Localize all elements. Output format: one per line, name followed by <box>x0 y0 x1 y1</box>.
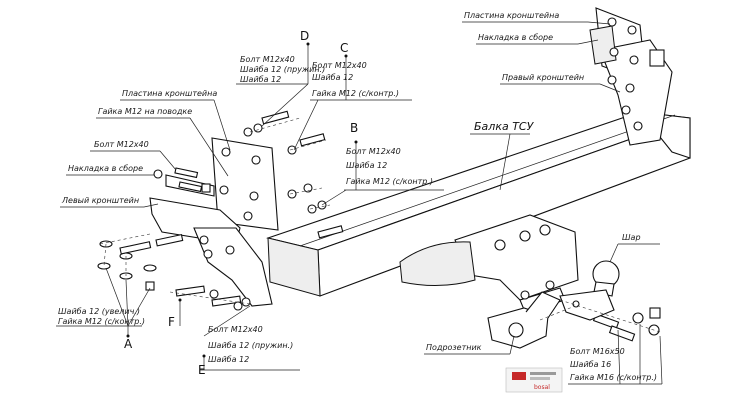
part-labels: Пластина кронштейна Накладка в сборе Пра… <box>58 11 657 382</box>
label-e-bolt: Болт М12х40 <box>208 325 263 334</box>
label-d-bolt: Болт М12х40 <box>240 55 295 64</box>
callout-b: B <box>350 121 358 135</box>
tow-ball <box>559 260 620 321</box>
label-c-washer: Шайба 12 <box>312 73 353 82</box>
callout-c: C <box>340 41 348 55</box>
label-a-washer: Шайба 12 (увелич.) <box>58 307 140 316</box>
label-nut-leash: Гайка М12 на поводке <box>98 107 192 116</box>
logo-text: bosal <box>534 384 550 391</box>
callout-d: D <box>300 29 309 43</box>
label-ball-bolt: Болт М16х50 <box>570 347 625 356</box>
label-b-nut: Гайка М12 (с/контр.) <box>346 177 433 186</box>
label-bolt-left: Болт М12х40 <box>94 140 149 149</box>
label-plate-left: Пластина кронштейна <box>122 89 217 98</box>
label-e-washer: Шайба 12 <box>208 355 249 364</box>
tow-beam <box>266 111 691 297</box>
label-cover-right: Накладка в сборе <box>478 33 553 42</box>
label-c-bolt: Болт М12х40 <box>312 61 367 70</box>
leader-dots <box>126 42 358 358</box>
label-c-nut: Гайка М12 (с/контр.) <box>312 89 399 98</box>
callout-a: A <box>124 337 133 351</box>
label-socket-holder: Подрозетник <box>426 343 482 352</box>
label-plate-right: Пластина кронштейна <box>464 11 559 20</box>
callout-letters: D C B A F E <box>124 29 358 377</box>
assembly-lines <box>99 117 661 333</box>
callout-f: F <box>168 315 175 329</box>
label-beam: Балка ТСУ <box>474 120 535 133</box>
label-ball: Шар <box>622 233 641 242</box>
label-b-washer: Шайба 12 <box>346 161 387 170</box>
brand-logo: bosal <box>505 367 563 393</box>
label-d-washer-spring: Шайба 12 (пружин.) <box>240 65 325 74</box>
label-e-washer-spring: Шайба 12 (пружин.) <box>208 341 293 350</box>
label-d-washer: Шайба 12 <box>240 75 281 84</box>
label-left-bracket: Левый кронштейн <box>61 196 139 205</box>
callout-e: E <box>198 363 206 377</box>
label-b-bolt: Болт М12х40 <box>346 147 401 156</box>
leader-lines <box>56 21 663 385</box>
label-right-bracket: Правый кронштейн <box>502 73 584 82</box>
label-cover-left: Накладка в сборе <box>68 164 143 173</box>
left-bracket-assembly <box>149 137 279 307</box>
label-ball-nut: Гайка М16 (с/контр.) <box>570 373 657 382</box>
label-ball-washer: Шайба 16 <box>570 360 611 369</box>
socket-holder <box>487 291 561 349</box>
label-a-nut: Гайка М12 (с/контр.) <box>58 317 145 326</box>
ball-carrier-bracket <box>399 214 579 313</box>
right-bracket <box>589 7 673 146</box>
